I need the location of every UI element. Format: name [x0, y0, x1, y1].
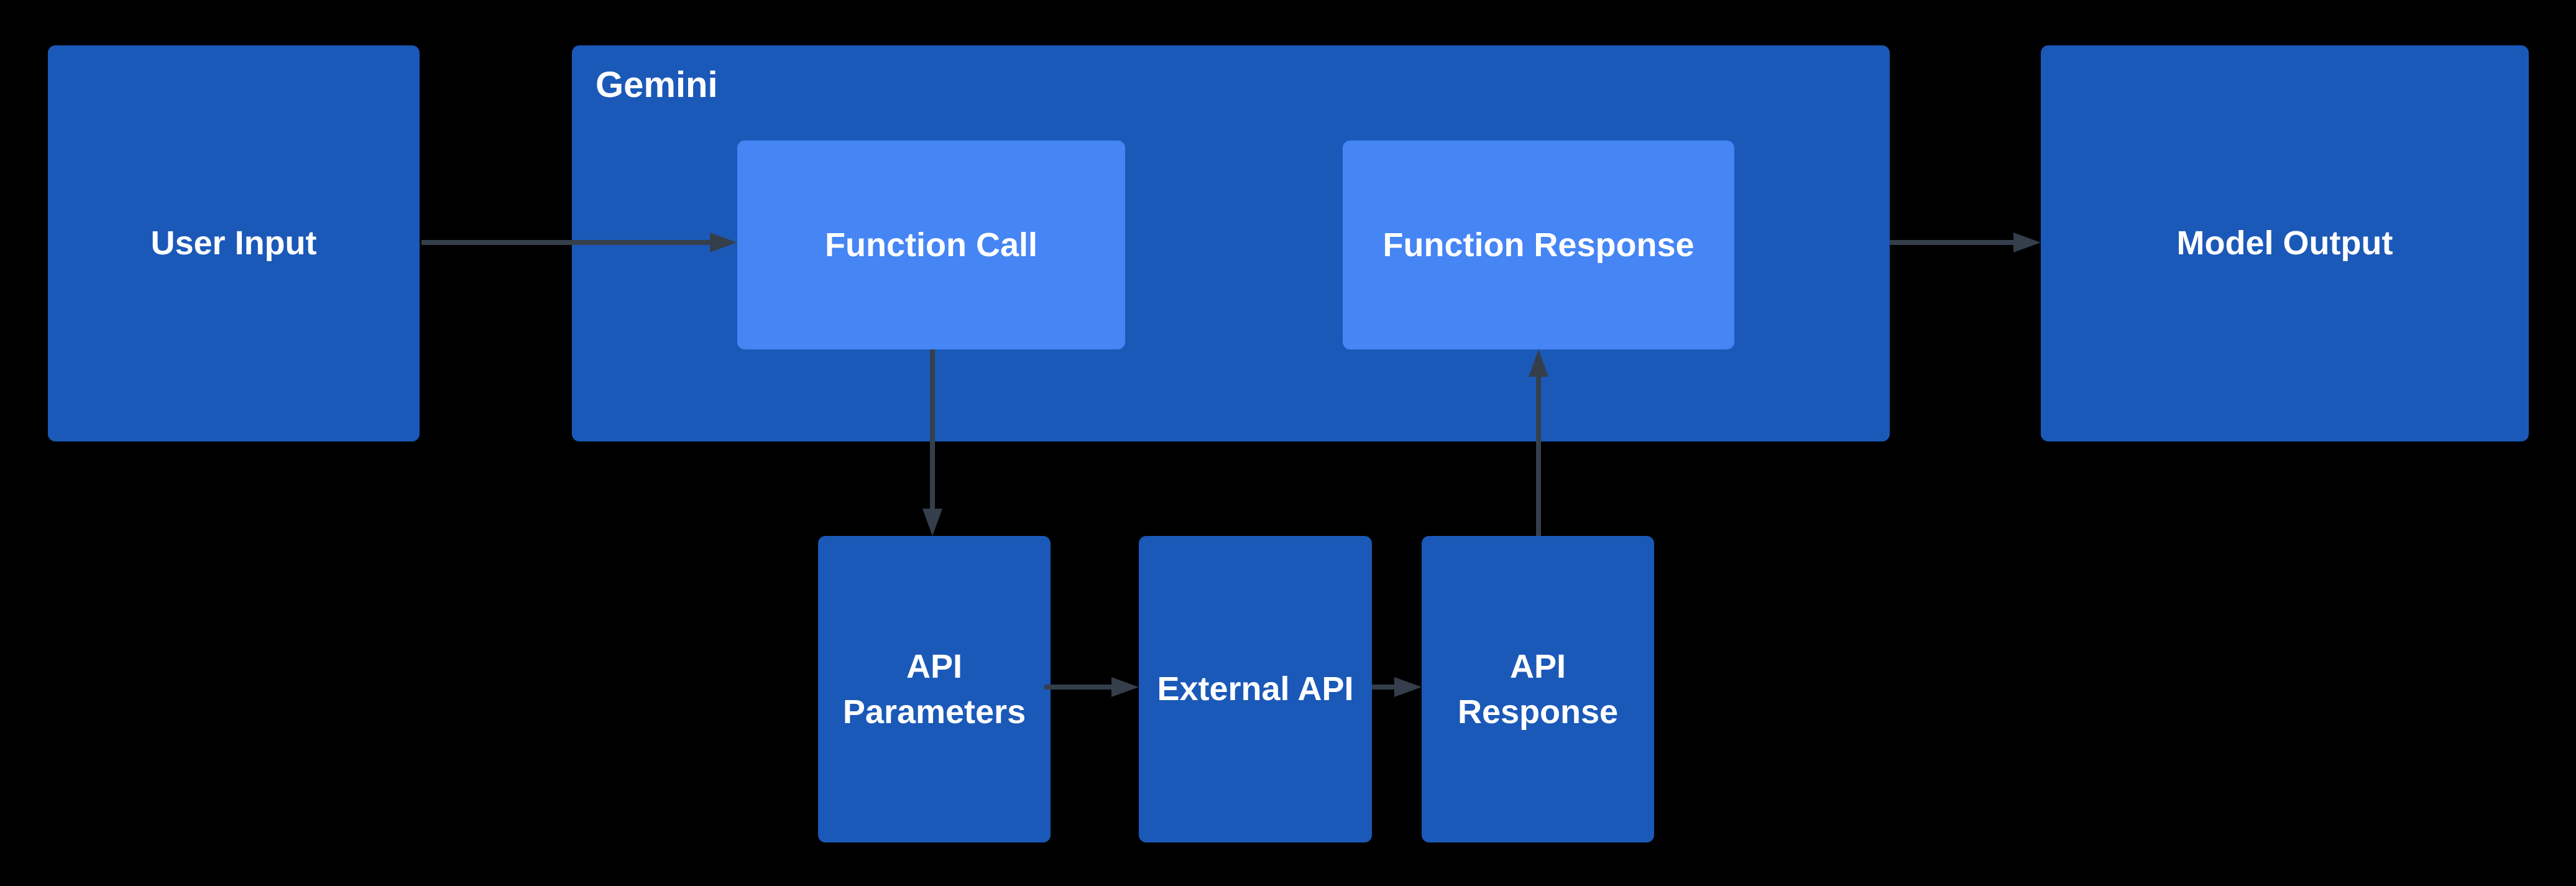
- arrow-external-api-to-api-response: [1372, 677, 1422, 697]
- arrow-line: [1372, 685, 1394, 690]
- container-gemini-label: Gemini: [596, 65, 718, 105]
- node-model-output: Model Output: [2041, 45, 2529, 441]
- node-function-response-label: Function Response: [1382, 226, 1695, 264]
- node-function-call: Function Call: [737, 141, 1125, 349]
- arrow-line: [1044, 685, 1111, 690]
- arrow-gemini-to-model-output: [1890, 233, 2041, 252]
- arrow-function-call-to-api-parameters: [922, 349, 942, 536]
- node-user-input: User Input: [48, 45, 420, 441]
- node-function-call-label: Function Call: [825, 226, 1037, 264]
- arrow-head-right-icon: [1394, 677, 1422, 697]
- arrow-user-input-to-function-call: [421, 233, 737, 252]
- node-external-api-label: External API: [1157, 670, 1354, 708]
- arrow-line: [930, 349, 935, 509]
- node-external-api: External API: [1139, 536, 1372, 842]
- arrow-head-up-icon: [1529, 349, 1548, 377]
- node-function-response: Function Response: [1343, 141, 1734, 349]
- arrow-head-down-icon: [922, 509, 942, 536]
- node-api-parameters-label: API Parameters: [842, 647, 1026, 731]
- arrow-api-parameters-to-external-api: [1044, 677, 1139, 697]
- arrow-line: [1890, 240, 2013, 245]
- container-gemini: Gemini Function Call Function Response: [572, 45, 1890, 441]
- arrow-api-response-to-function-response: [1529, 349, 1548, 536]
- arrow-line: [1536, 377, 1541, 536]
- arrow-head-right-icon: [710, 233, 737, 252]
- node-api-response: API Response: [1422, 536, 1654, 842]
- node-api-parameters: API Parameters: [818, 536, 1051, 842]
- arrow-head-right-icon: [1111, 677, 1139, 697]
- arrow-line: [421, 240, 710, 245]
- node-user-input-label: User Input: [150, 224, 317, 262]
- node-model-output-label: Model Output: [2176, 224, 2393, 262]
- node-api-response-label: API Response: [1457, 647, 1619, 731]
- arrow-head-right-icon: [2013, 233, 2041, 252]
